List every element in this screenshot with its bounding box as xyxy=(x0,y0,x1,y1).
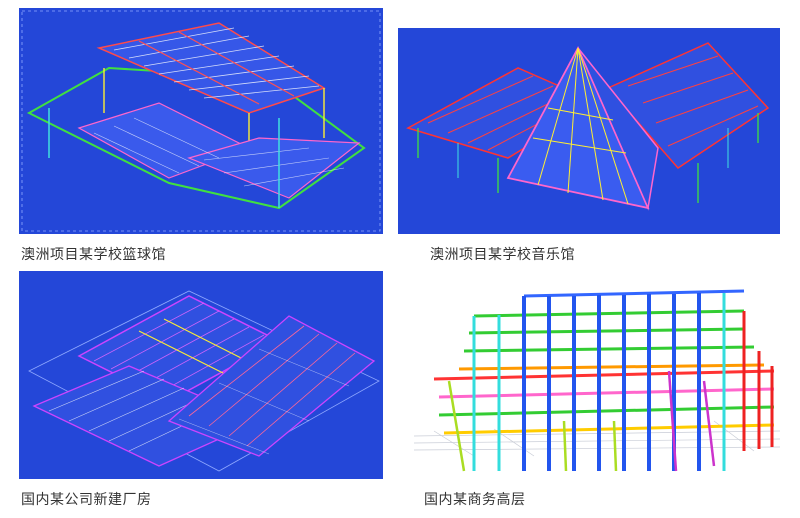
caption-basketball-hall: 澳洲项目某学校篮球馆 xyxy=(21,247,166,263)
model-image-basketball-hall xyxy=(19,8,383,234)
model-image-music-hall xyxy=(398,28,780,234)
caption-factory: 国内某公司新建厂房 xyxy=(21,492,152,508)
caption-highrise: 国内某商务高层 xyxy=(424,492,526,508)
caption-music-hall: 澳洲项目某学校音乐馆 xyxy=(430,247,575,263)
model-image-highrise xyxy=(414,271,780,479)
model-image-factory xyxy=(19,271,383,479)
